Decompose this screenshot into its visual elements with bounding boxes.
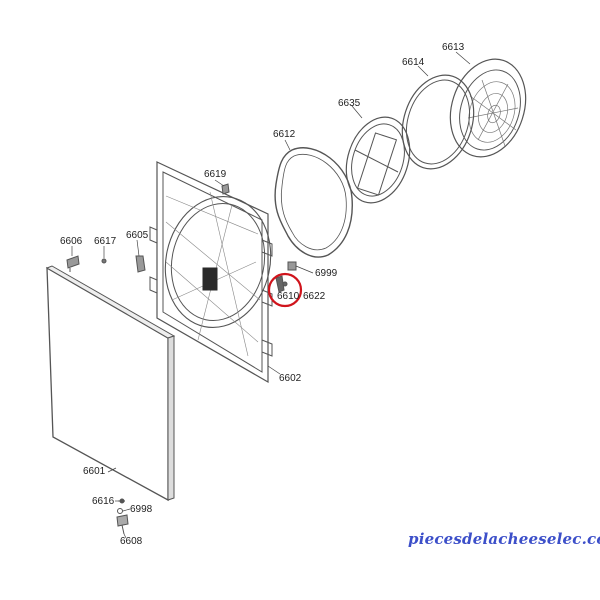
part-6999-catch	[287, 261, 297, 271]
part-6606-bracket	[66, 255, 80, 272]
part-6608-handle	[116, 514, 129, 535]
part-6614-ring	[401, 74, 475, 170]
label-6602: 6602	[279, 373, 302, 384]
part-6610-latch	[275, 275, 288, 293]
label-6605: 6605	[126, 230, 149, 241]
label-6619: 6619	[204, 169, 227, 180]
label-6617: 6617	[94, 236, 117, 247]
label-6616: 6616	[92, 496, 115, 507]
leader-lines	[71, 51, 471, 539]
part-6617-screw	[101, 258, 107, 264]
label-6622: 6622	[303, 291, 326, 302]
label-6613: 6613	[442, 42, 465, 53]
part-6613-grille	[449, 58, 527, 158]
label-6635: 6635	[338, 98, 361, 109]
part-6612-seal	[274, 147, 353, 258]
label-6606: 6606	[60, 236, 83, 247]
part-6635-frame	[345, 116, 411, 204]
part-6616-pin	[118, 498, 125, 504]
label-6614: 6614	[402, 57, 425, 68]
part-6605-hinge	[135, 255, 146, 273]
label-6612: 6612	[273, 129, 296, 140]
label-6998: 6998	[130, 504, 153, 515]
highlight-circle	[267, 272, 303, 308]
label-6601: 6601	[83, 466, 106, 477]
part-6998-washer	[117, 508, 123, 514]
part-6602-inner-panel	[149, 161, 273, 384]
label-6610: 6610	[277, 291, 300, 302]
label-6608: 6608	[120, 536, 143, 547]
watermark-logo: piecesdelacheeselec.com	[408, 530, 600, 548]
label-6999: 6999	[315, 268, 338, 279]
part-6619-clip	[221, 183, 230, 195]
part-6601-door-panel	[45, 265, 176, 502]
